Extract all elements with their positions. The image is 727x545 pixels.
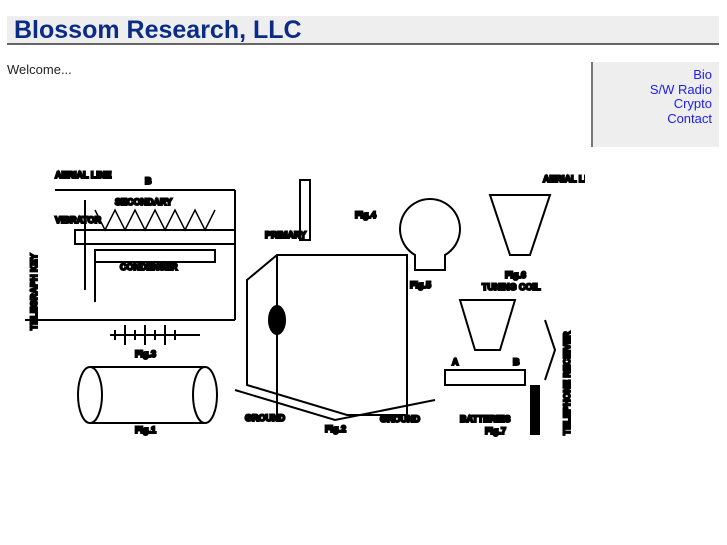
label-fig3: Fig.3 [135, 349, 156, 359]
label-ground-2: GROUND [380, 414, 420, 424]
fig5-bulb [399, 198, 461, 271]
label-ground: GROUND [245, 413, 285, 423]
label-fig6: Fig.6 [505, 270, 526, 280]
fig6-bulb [488, 194, 552, 256]
nav-link-sw-radio[interactable]: S/W Radio [649, 81, 712, 97]
label-condenser: CONDENSER [120, 262, 178, 272]
nav-link-crypto[interactable]: Crypto [673, 96, 712, 112]
label-secondary: SECONDARY [115, 197, 172, 207]
label-vibrator: VIBRATOR [55, 215, 102, 225]
label-fig5: Fig.5 [410, 280, 431, 290]
nav-link-bio[interactable]: Bio [693, 67, 712, 82]
label-aerial-line: AERIAL LINE [55, 170, 111, 180]
nav-link-contact[interactable]: Contact [667, 111, 712, 127]
label-telephone-receiver: TELEPHONE RECEIVER [562, 331, 572, 435]
label-b2: B [513, 357, 520, 367]
label-telegraph-key: TELEGRAPH KEY [29, 253, 39, 330]
label-fig4: Fig.4 [355, 210, 376, 220]
label-fig2: Fig.2 [325, 424, 346, 434]
label-fig1: Fig.1 [135, 425, 156, 435]
label-tuning-coil: TUNING COIL [482, 282, 541, 292]
label-b: B [145, 176, 152, 186]
label-a: A [452, 357, 459, 367]
fig1-cylinder [77, 366, 218, 424]
fig3-induction-coil [25, 189, 236, 345]
label-fig7: Fig.7 [485, 426, 506, 436]
welcome-text: Welcome... [7, 62, 72, 77]
site-header: Blossom Research, LLC [7, 16, 719, 45]
fig7-detector [444, 299, 557, 386]
site-title: Blossom Research, LLC [14, 16, 302, 44]
sidebar-nav: Bio S/W Radio Crypto Contact [591, 62, 719, 147]
label-primary: PRIMARY [265, 230, 306, 240]
label-batteries: BATTERIES [460, 414, 510, 424]
radio-diagram-illustration: AERIAL LINE B SECONDARY VIBRATOR PRIMARY… [25, 169, 585, 437]
label-aerial-line-2: AERIAL LINE [543, 174, 585, 184]
fig2-detector-box [234, 179, 436, 422]
